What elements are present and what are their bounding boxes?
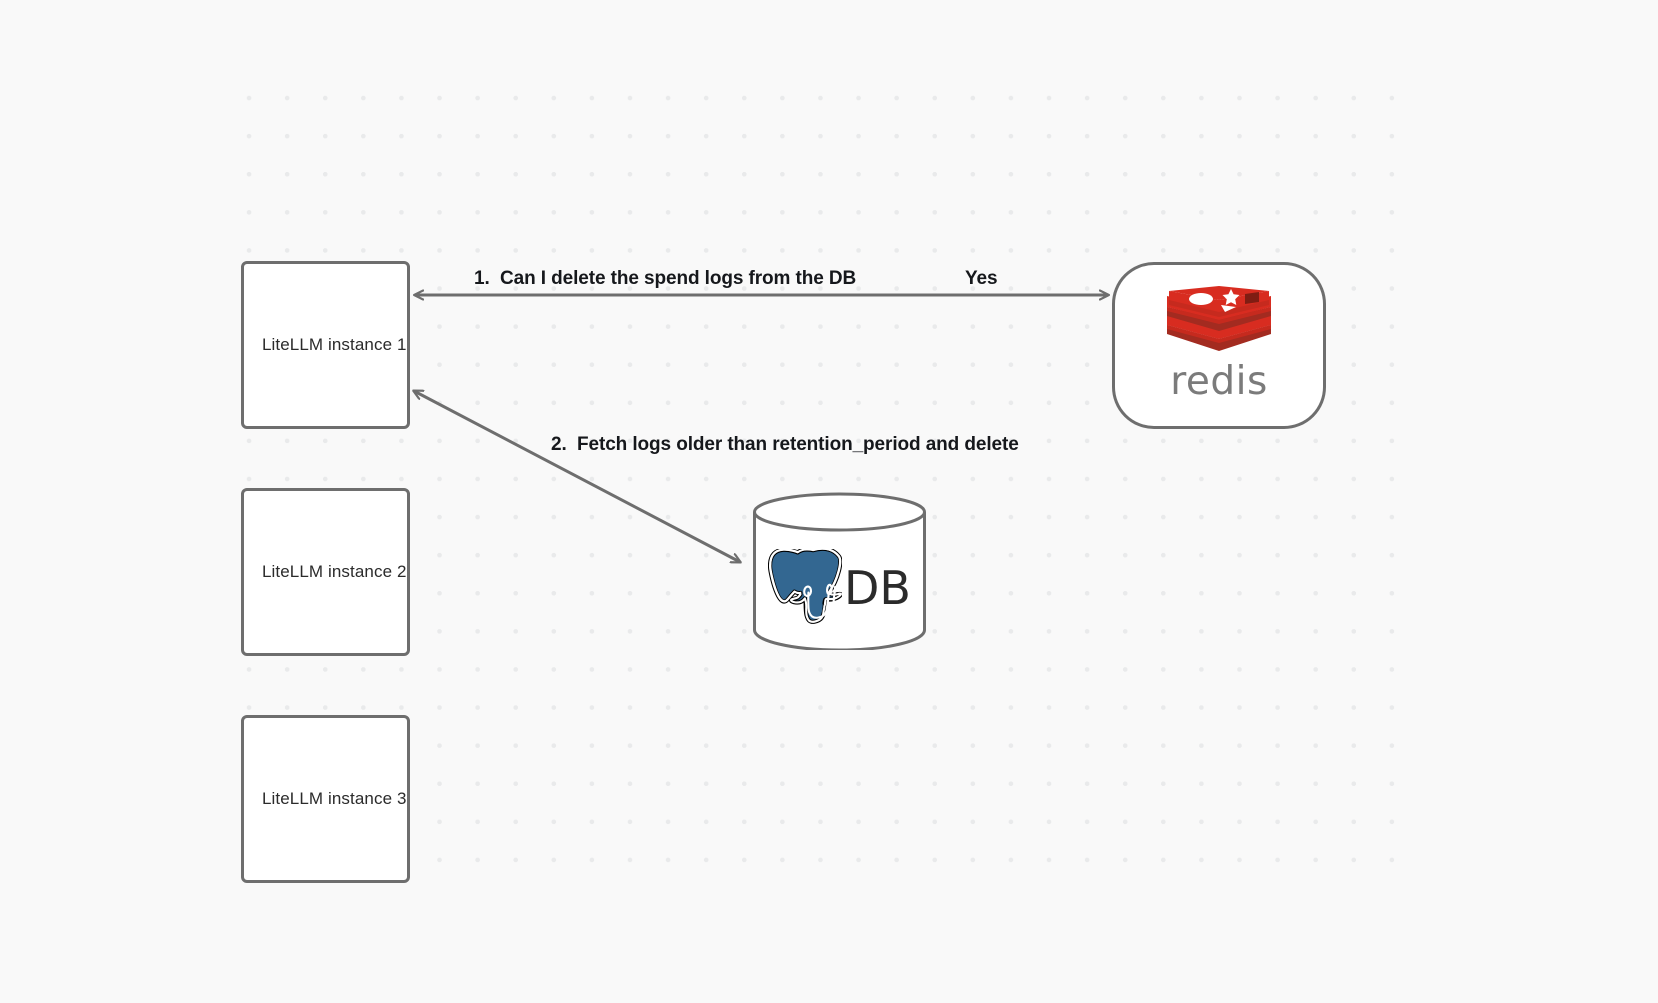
node-label: LiteLLM instance 3	[262, 789, 407, 808]
db-text-label: DB	[844, 561, 911, 615]
redis-wordmark: redis	[1170, 359, 1268, 404]
redis-logo-icon	[1167, 286, 1271, 351]
node-litellm-instance-3[interactable]: LiteLLM instance 3	[241, 715, 410, 883]
node-litellm-instance-2[interactable]: LiteLLM instance 2	[241, 488, 410, 656]
node-database[interactable]: DB	[752, 492, 927, 650]
cylinder-shape	[753, 492, 926, 650]
database-logo-group: DB	[752, 492, 927, 650]
edge-instance1-database	[414, 391, 740, 562]
edge-label-step-1-reply: Yes	[965, 268, 998, 289]
node-label: LiteLLM instance 1	[262, 335, 407, 354]
node-label: LiteLLM instance 2	[262, 562, 407, 581]
node-redis[interactable]: redis	[1112, 262, 1326, 429]
node-litellm-instance-1[interactable]: LiteLLM instance 1	[241, 261, 410, 429]
edge-label-step-2: 2. Fetch logs older than retention_perio…	[551, 434, 1019, 455]
edge-label-step-1: 1. Can I delete the spend logs from the …	[474, 268, 857, 289]
postgresql-elephant-icon	[768, 549, 842, 624]
redis-logo-group: redis	[1163, 286, 1275, 401]
